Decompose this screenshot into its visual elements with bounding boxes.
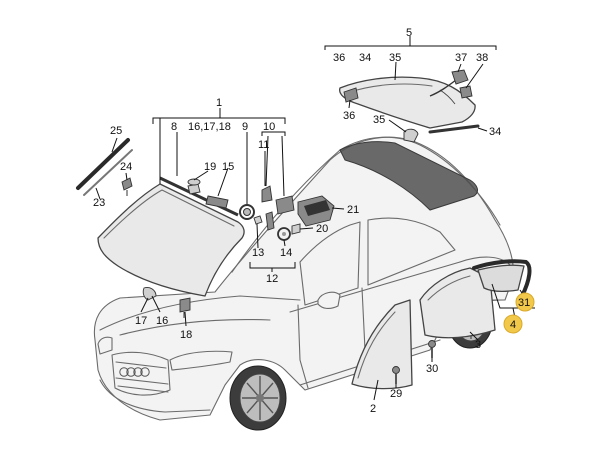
label-9: 9 — [242, 121, 248, 133]
label-2: 2 — [370, 403, 376, 415]
bolt-29 — [392, 366, 400, 384]
label-20: 20 — [316, 223, 328, 235]
label-23: 23 — [93, 197, 105, 209]
label-25: 25 — [110, 125, 122, 137]
label-13: 13 — [252, 247, 264, 259]
clip-24 — [121, 177, 133, 196]
label-31: 31 — [518, 297, 530, 309]
label-8: 8 — [171, 121, 177, 133]
callout-labels: 1 8 16,17,18 9 10 11 19 15 25 23 24 13 1… — [93, 27, 501, 415]
label-30: 30 — [426, 363, 438, 375]
label-10: 10 — [263, 121, 275, 133]
label-36: 36 — [343, 110, 355, 122]
bolt-30 — [428, 340, 436, 358]
label-24: 24 — [120, 161, 132, 173]
side-window-rear — [367, 217, 456, 286]
clip-18 — [179, 297, 191, 318]
label-16: 16 — [156, 315, 168, 327]
hood-line — [99, 295, 301, 331]
bracket-15 — [205, 195, 229, 209]
label-16-17-18: 16,17,18 — [188, 121, 231, 133]
seal-strip-34 — [428, 124, 480, 134]
sunroof-glass — [339, 141, 478, 211]
windshield-inner-edge — [103, 189, 235, 239]
quarter-glass-seal-31 — [472, 259, 532, 298]
label-35-top: 35 — [389, 52, 401, 64]
callout-4-badge — [503, 314, 523, 334]
door-line-front — [297, 304, 309, 389]
rear-window — [339, 76, 476, 129]
windshield-seal-8 — [159, 176, 239, 217]
sensor-ring-9 — [239, 204, 255, 220]
door-glass-3 — [419, 267, 496, 339]
label-12: 12 — [266, 273, 278, 285]
headlight-left — [169, 350, 233, 371]
label-29: 29 — [390, 388, 402, 400]
pad-13 — [253, 215, 263, 225]
rear-window-glass — [339, 76, 476, 129]
headlight-right — [97, 336, 113, 355]
label-15: 15 — [222, 161, 234, 173]
rear-window-inner-edge — [349, 83, 433, 93]
a-pillar-trim-25 — [76, 138, 130, 190]
mirror-base-11 — [261, 185, 273, 203]
cover-10 — [275, 195, 295, 215]
camera-housing-21 — [297, 195, 335, 227]
label-21: 21 — [347, 204, 359, 216]
label-19: 19 — [204, 161, 216, 173]
label-18: 18 — [180, 329, 192, 341]
windshield — [97, 183, 245, 297]
quarter-glass-assembly — [472, 259, 532, 298]
front-bumper — [99, 379, 211, 413]
grille-slats — [115, 361, 169, 393]
highlighted-callouts: 31 4 — [503, 292, 535, 334]
side-window-front — [299, 221, 361, 306]
label-5: 5 — [406, 27, 412, 39]
label-17: 17 — [135, 315, 147, 327]
side-mirror — [317, 291, 341, 309]
clip-20 — [291, 223, 301, 235]
clip-19 — [187, 178, 201, 195]
windshield-glass — [97, 183, 245, 297]
label-14: 14 — [280, 247, 292, 259]
front-wheel — [229, 365, 287, 431]
callout-31-badge — [515, 292, 535, 312]
label-3: 3 — [475, 339, 481, 351]
label-34: 34 — [489, 126, 501, 138]
label-35: 35 — [373, 114, 385, 126]
door-line-rear — [361, 287, 366, 351]
label-1: 1 — [216, 97, 222, 109]
label-4: 4 — [510, 319, 516, 331]
a-pillar-trim-23 — [83, 149, 133, 196]
label-37: 37 — [455, 52, 467, 64]
hood-crease — [119, 318, 271, 336]
label-34-top: 34 — [359, 52, 371, 64]
label-11: 11 — [258, 139, 269, 151]
holder-12 — [265, 211, 275, 231]
label-38: 38 — [476, 52, 488, 64]
buffer-35 — [403, 128, 419, 143]
audi-rings-logo — [119, 367, 150, 377]
quarter-glass-4 — [477, 264, 525, 292]
label-36-top: 36 — [333, 52, 345, 64]
heater-wire — [439, 89, 456, 105]
hinge-36 — [343, 87, 359, 103]
